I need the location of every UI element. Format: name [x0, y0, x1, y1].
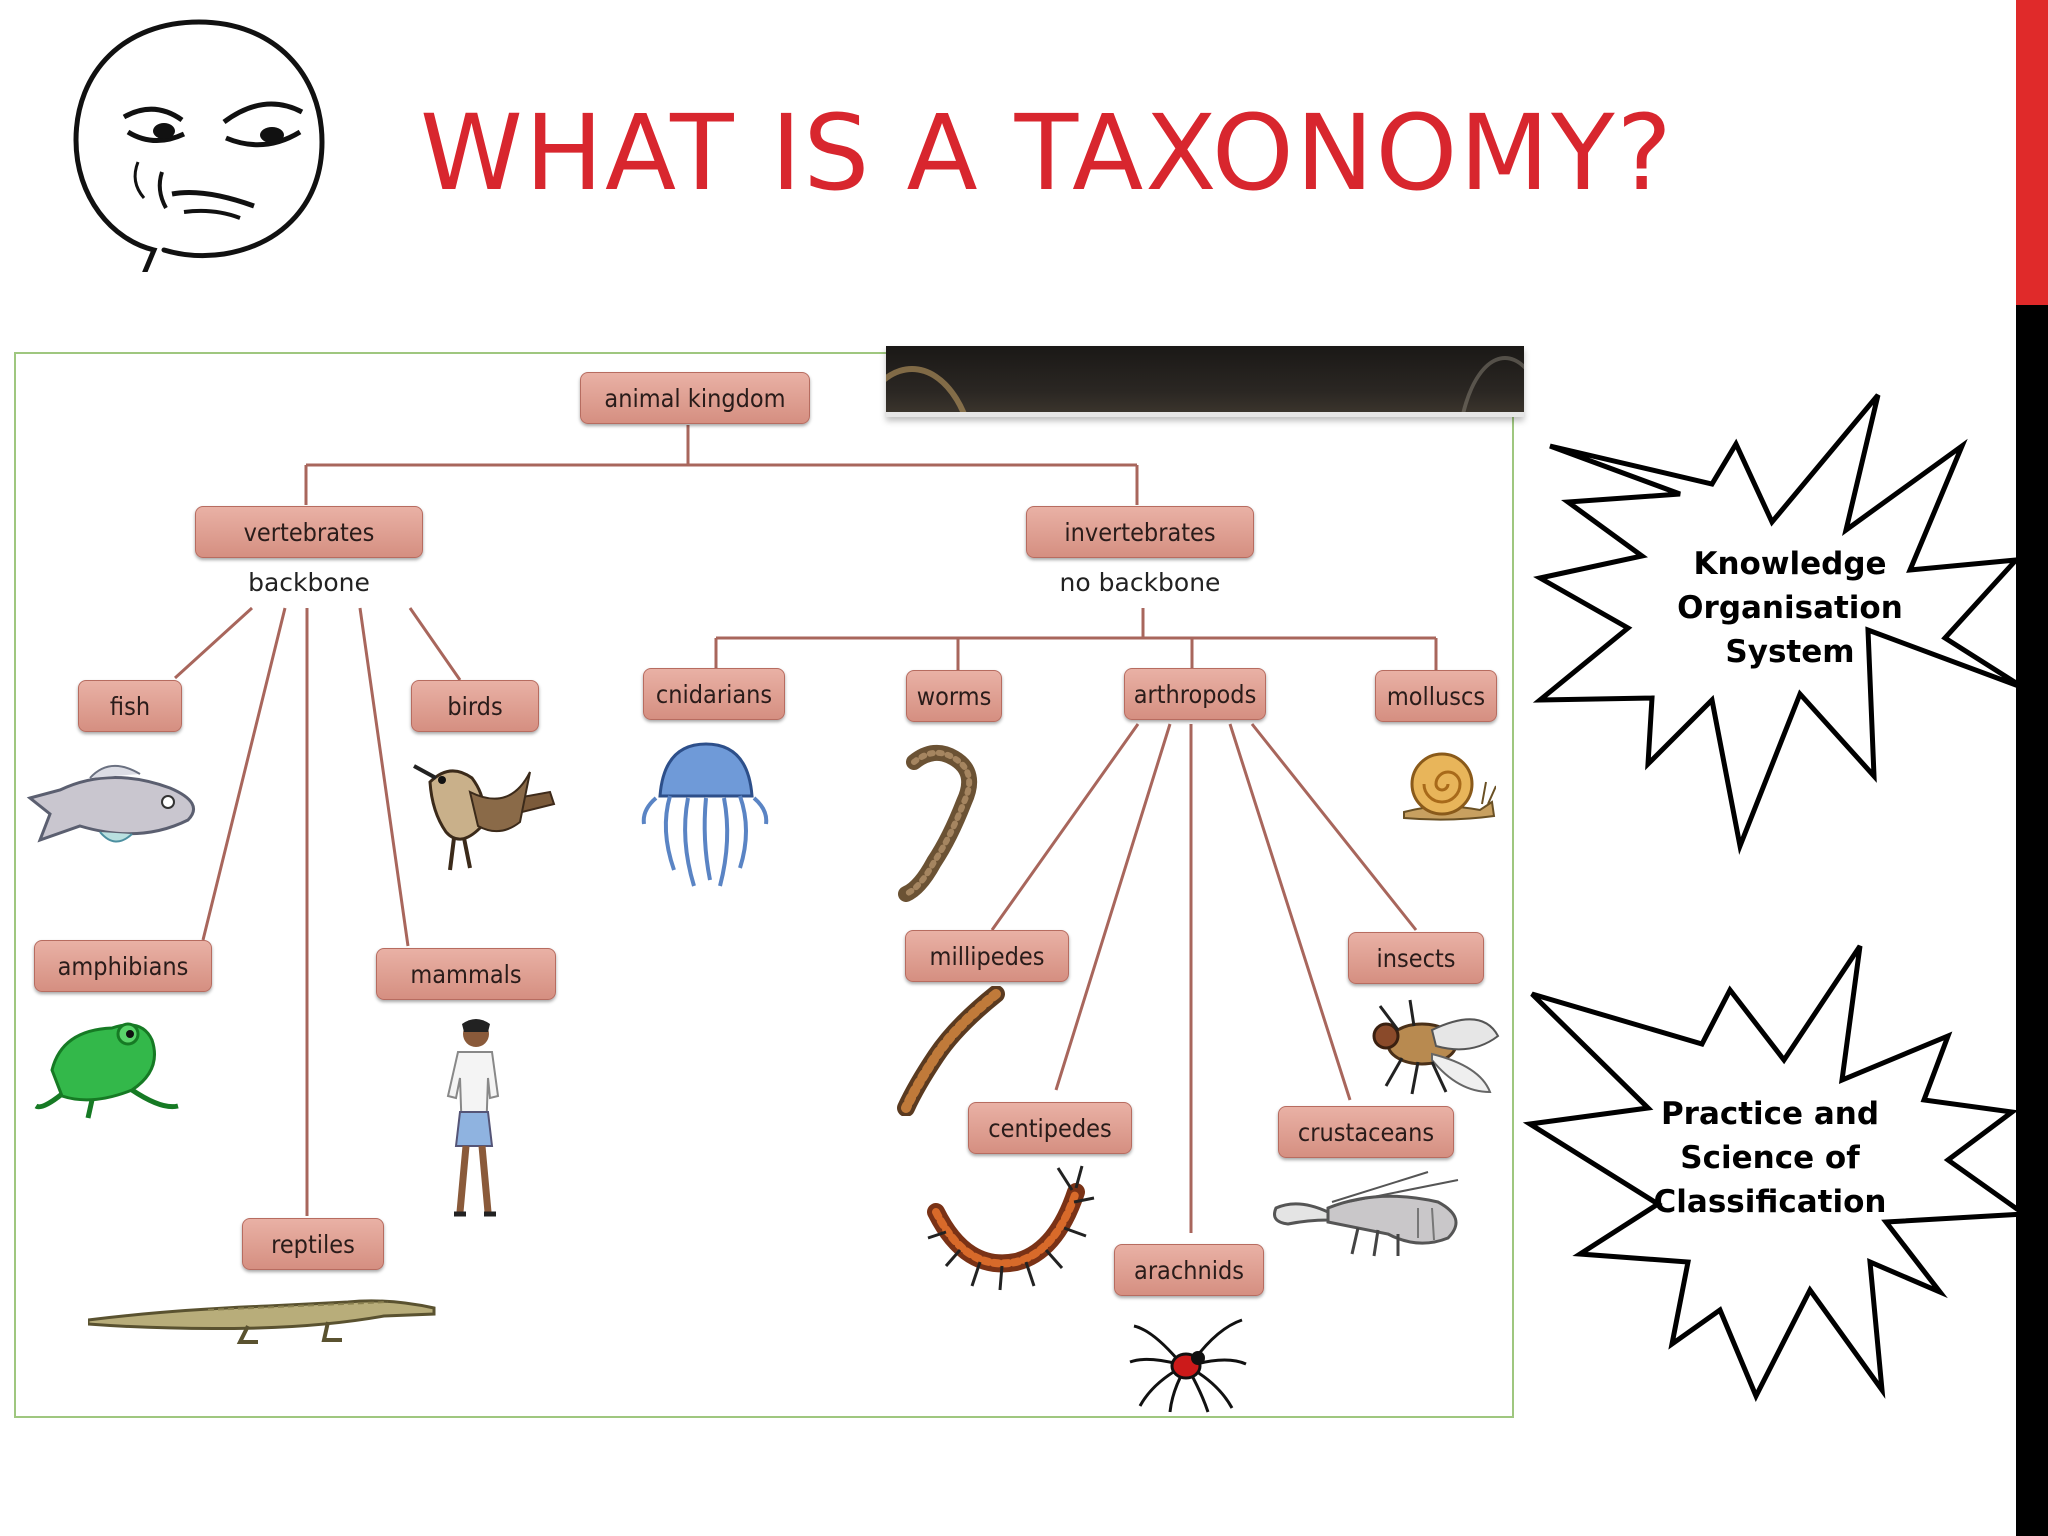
node-amphibians: amphibians [34, 940, 212, 992]
centipede-illustration [927, 1165, 1095, 1291]
vertebrates-note: backbone [248, 568, 370, 597]
worm-illustration [898, 744, 978, 902]
skeptical-face-icon [73, 19, 325, 272]
spider-illustration [1129, 1318, 1247, 1413]
callout-top-line-1: Knowledge [1693, 546, 1887, 582]
invertebrates-note: no backbone [1059, 568, 1221, 597]
callout-bottom-line-2: Science of [1680, 1140, 1860, 1176]
side-accent-bar-red [2016, 0, 2048, 305]
node-molluscs: molluscs [1375, 670, 1497, 722]
frog-illustration [34, 1022, 179, 1119]
slide-title: WHAT IS A TAXONOMY? [420, 92, 1674, 214]
connector-root [304, 425, 1139, 505]
fish-illustration [26, 765, 195, 843]
connector-arthropods [990, 723, 1418, 1233]
node-reptiles: reptiles [242, 1218, 384, 1270]
node-invertebrates: invertebrates [1026, 506, 1254, 558]
callout-top-line-2: Organisation [1677, 590, 1903, 626]
person-illustration [446, 1019, 500, 1217]
millipede-illustration [897, 986, 1005, 1116]
crocodile-illustration [88, 1299, 436, 1344]
callout-top-line-3: System [1725, 634, 1855, 670]
callout-bottom-line-1: Practice and [1660, 1096, 1880, 1132]
connector-invertebrates [714, 608, 1438, 672]
callout-bottom-line-3: Classification [1653, 1184, 1887, 1220]
fly-illustration [1372, 999, 1500, 1095]
node-fish: fish [78, 680, 182, 732]
node-birds: birds [411, 680, 539, 732]
starburst-bottom [1522, 944, 2032, 1402]
starburst-top [1532, 393, 2026, 855]
node-centipedes: centipedes [968, 1102, 1132, 1154]
connector-vertebrates [173, 606, 462, 1216]
node-millipedes: millipedes [905, 930, 1069, 982]
node-insects: insects [1348, 932, 1484, 984]
side-accent-bar-black [2016, 305, 2048, 1536]
node-crustaceans: crustaceans [1278, 1106, 1454, 1158]
callout-practice-science: Practice and Science of Classification [1620, 1092, 1920, 1224]
embedded-video-strip[interactable] [886, 346, 1524, 417]
lobster-illustration [1273, 1171, 1459, 1257]
node-mammals: mammals [376, 948, 556, 1000]
bird-illustration [413, 764, 556, 871]
jellyfish-illustration [641, 742, 769, 887]
node-cnidarians: cnidarians [643, 668, 785, 720]
node-worms: worms [906, 670, 1002, 722]
node-animal-kingdom: animal kingdom [580, 372, 810, 424]
node-arthropods: arthropods [1124, 668, 1266, 720]
callout-knowledge-organisation: Knowledge Organisation System [1640, 542, 1940, 674]
snail-illustration [1403, 752, 1496, 821]
node-vertebrates: vertebrates [195, 506, 423, 558]
node-arachnids: arachnids [1114, 1244, 1264, 1296]
